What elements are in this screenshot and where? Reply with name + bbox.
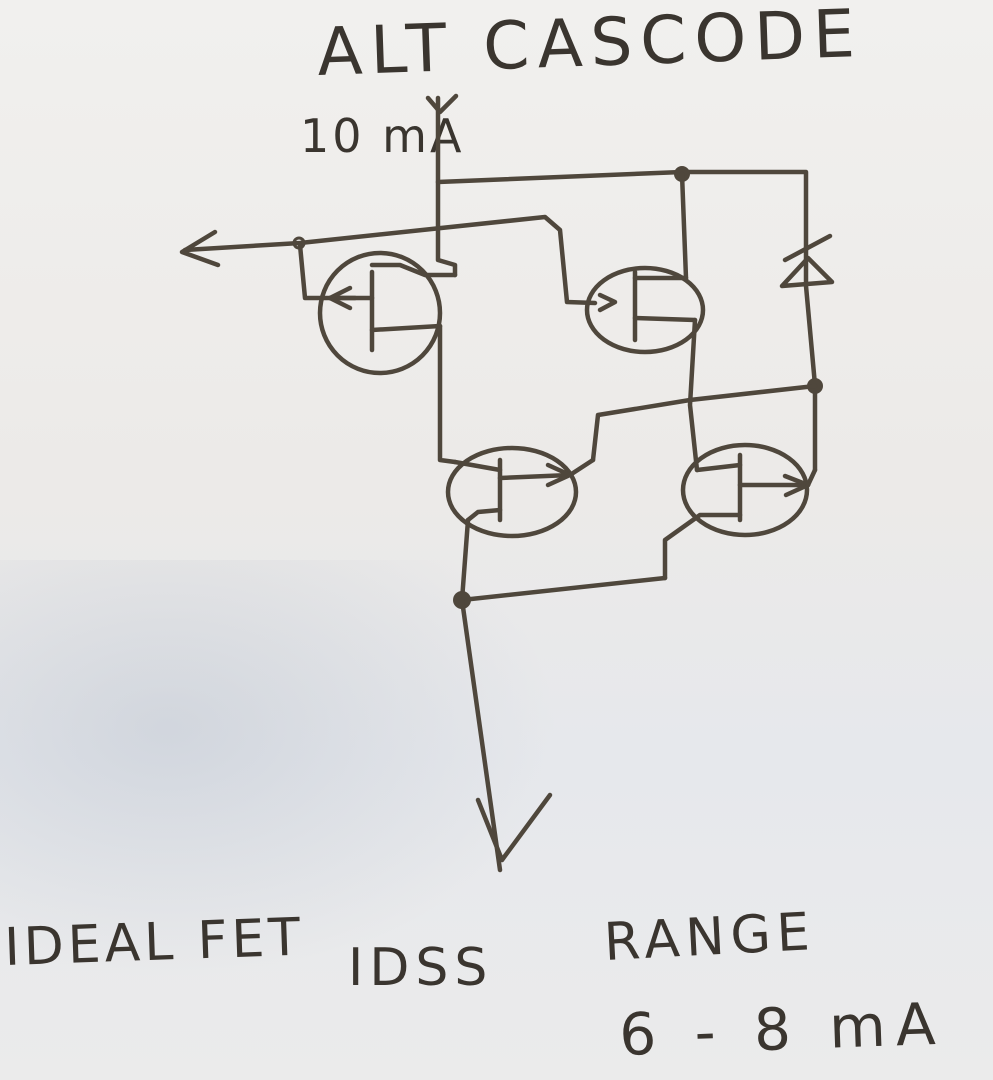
supply-current-label: 10 mA (300, 109, 464, 163)
bias-wire (590, 383, 818, 463)
top-rail-wire (435, 166, 809, 253)
range-label: RANGE (603, 902, 818, 973)
fet-upper-right (584, 171, 706, 473)
range-value: 6 - 8 mA (618, 990, 946, 1069)
fet-upper-left (317, 250, 458, 465)
output-current-arrow (459, 597, 553, 873)
fet-lower-right (662, 442, 818, 581)
output-arrow-left (179, 214, 598, 306)
fet-lower-left (445, 445, 596, 603)
input-current-arrow (425, 93, 459, 278)
idss-label: IDSS (348, 938, 493, 998)
ideal-fet-label: IDEAL FET (3, 908, 305, 978)
output-node-bottom (453, 575, 668, 609)
zener-diode-symbol (779, 233, 835, 473)
diagram-title: ALT CASCODE (316, 0, 864, 91)
